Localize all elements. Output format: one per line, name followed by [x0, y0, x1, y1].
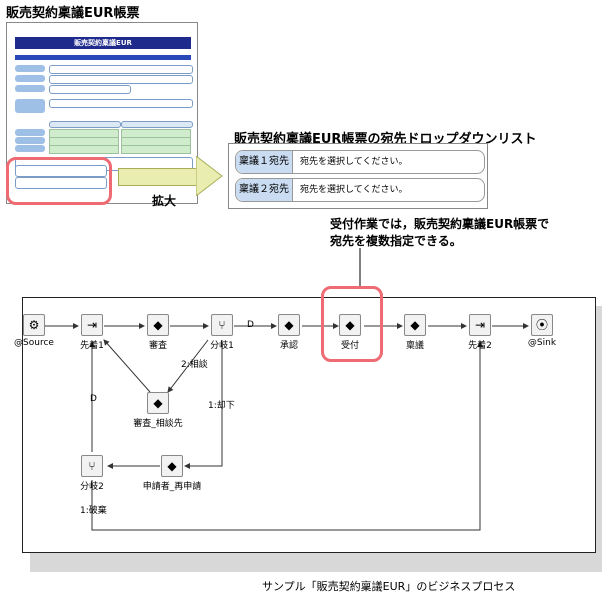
- recipient-1-label: 稟議１宛先: [236, 151, 293, 173]
- note-line-1: 受付作業では，販売契約稟議EUR帳票で: [330, 217, 550, 231]
- thumb-table-head: [121, 121, 193, 128]
- node-arrival2-label: 先着2: [468, 341, 492, 351]
- expand-arrow-head: [196, 156, 223, 196]
- accept-highlight: [321, 286, 383, 362]
- thumb-field: [49, 99, 193, 108]
- recipient-1-placeholder: 宛先を選択してください。: [300, 157, 408, 167]
- thumb-label: [15, 145, 45, 152]
- thumb-label: [15, 65, 45, 72]
- node-accept-label: 受付: [340, 341, 359, 351]
- task-icon: ◆: [147, 314, 169, 336]
- node-arrival2[interactable]: ⇥ 先着2: [450, 314, 510, 351]
- thumb-label: [15, 129, 45, 136]
- form-title: 販売契約稟議EUR帳票: [6, 6, 140, 21]
- thumb-label: [15, 75, 45, 82]
- node-review[interactable]: ◆ 審査: [128, 314, 188, 351]
- node-ringi-label: 稟議: [405, 341, 424, 351]
- recipient-1-dropdown[interactable]: 稟議１宛先 宛先を選択してください。: [235, 150, 485, 174]
- thumb-recipient-2: [15, 177, 107, 189]
- node-arrival1[interactable]: ⇥ 先着1: [62, 314, 122, 351]
- thumb-field: [49, 85, 131, 94]
- expand-label: 拡大: [152, 194, 177, 208]
- thumb-field: [49, 145, 119, 154]
- branch-icon: ⑂: [81, 455, 103, 477]
- recipient-2-placeholder: 宛先を選択してください。: [300, 185, 408, 195]
- recipient-2-dropdown[interactable]: 稟議２宛先 宛先を選択してください。: [235, 178, 485, 202]
- note: 受付作業では，販売契約稟議EUR帳票で 宛先を複数指定できる。: [330, 216, 549, 250]
- recipient-2-label: 稟議２宛先: [236, 179, 293, 201]
- node-approve[interactable]: ◆ 承認: [259, 314, 319, 351]
- node-reapply-label: 申請者_再申請: [142, 482, 202, 492]
- node-arrival1-label: 先着1: [80, 341, 104, 351]
- node-accept[interactable]: ◆ 受付: [320, 314, 380, 351]
- node-consult-label: 審査_相談先: [133, 419, 183, 429]
- caption: サンプル「販売契約稟議EUR」のビジネスプロセス: [262, 580, 516, 593]
- merge-icon: ⇥: [469, 314, 491, 336]
- thumb-label: [15, 99, 45, 113]
- node-ringi[interactable]: ◆ 稟議: [385, 314, 445, 351]
- thumb-field: [49, 65, 193, 74]
- form-thumbnail-bar: [15, 55, 191, 60]
- thumbnail-highlight: [6, 157, 112, 205]
- node-sink[interactable]: ⦿ @Sink: [512, 314, 572, 348]
- task-icon: ◆: [404, 314, 426, 336]
- node-source-label: @Source: [14, 338, 54, 348]
- thumb-label: [15, 137, 45, 144]
- thumb-recipient-1: [15, 165, 107, 177]
- thumb-table-head: [49, 121, 121, 128]
- node-review-label: 審査: [148, 341, 167, 351]
- node-sink-label: @Sink: [527, 338, 557, 348]
- note-pointer: [359, 248, 361, 286]
- process-diagram: [22, 297, 596, 553]
- node-approve-label: 承認: [279, 341, 298, 351]
- node-branch1[interactable]: ⑂ 分岐1: [192, 314, 252, 351]
- task-icon: ◆: [147, 392, 169, 414]
- edge-label-reject: 1:却下: [208, 401, 235, 411]
- node-consult[interactable]: ◆ 審査_相談先: [128, 392, 188, 429]
- edge-label-d1: D: [247, 320, 254, 330]
- dropdown-panel: 稟議１宛先 宛先を選択してください。 稟議２宛先 宛先を選択してください。: [228, 143, 488, 209]
- node-branch2-label: 分岐2: [80, 482, 104, 492]
- thumb-label: [15, 85, 45, 92]
- branch-icon: ⑂: [211, 314, 233, 336]
- task-icon: ◆: [278, 314, 300, 336]
- node-source[interactable]: ⚙ @Source: [4, 314, 64, 348]
- node-branch1-label: 分岐1: [210, 341, 234, 351]
- node-branch2[interactable]: ⑂ 分岐2: [62, 455, 122, 492]
- merge-icon: ⇥: [81, 314, 103, 336]
- thumb-field: [121, 145, 191, 154]
- source-icon: ⚙: [23, 314, 45, 336]
- task-icon: ◆: [339, 314, 361, 336]
- edge-label-consult: 2:相談: [181, 360, 208, 370]
- sink-icon: ⦿: [531, 314, 553, 336]
- edge-label-d2: D: [90, 394, 97, 404]
- form-thumbnail-header: 販売契約稟議EUR: [15, 37, 191, 49]
- node-reapply[interactable]: ◆ 申請者_再申請: [142, 455, 202, 492]
- edge-label-discard: 1:破棄: [80, 506, 107, 516]
- note-line-2: 宛先を複数指定できる。: [330, 234, 462, 248]
- expand-arrow: [118, 168, 199, 186]
- task-icon: ◆: [161, 455, 183, 477]
- thumb-field: [49, 75, 193, 84]
